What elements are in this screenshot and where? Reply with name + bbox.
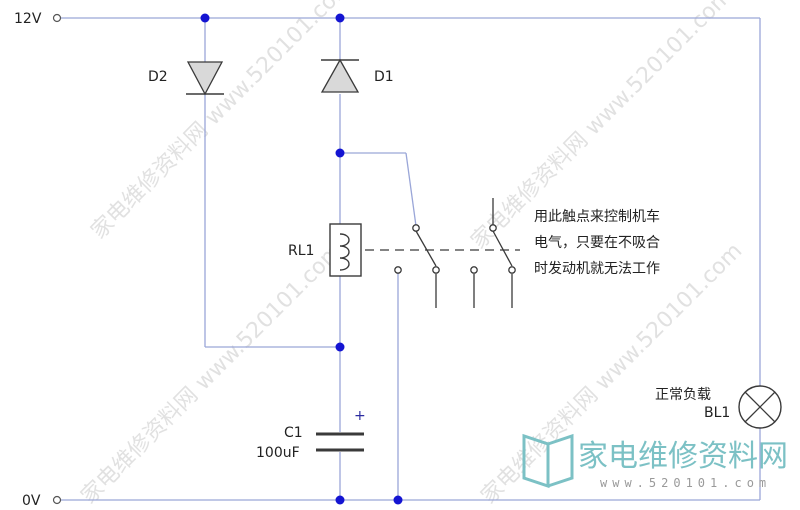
label-0v: 0V [22, 493, 41, 509]
contact1-no [432, 266, 440, 274]
diode-d1-body [320, 58, 360, 93]
relay-coil-winding [339, 233, 350, 271]
label-d1: D1 [374, 69, 394, 85]
label-load-name: 正常负载 [655, 387, 711, 403]
note-line-1: 用此触点来控制机车 [534, 208, 660, 225]
contact2-common [489, 224, 497, 232]
node-contact-ground [393, 495, 403, 505]
lamp-bl1 [738, 385, 782, 429]
contact2-blade [492, 230, 513, 267]
relay-contacts [394, 198, 516, 308]
contact2-no [508, 266, 516, 274]
label-c1: C1 [284, 425, 303, 441]
relay-coil-box [329, 223, 362, 277]
terminal-0v [52, 495, 62, 505]
label-c1-polarity: + [354, 408, 366, 424]
terminal-12v [52, 13, 62, 23]
site-logo: 家电维修资料网 www.520101.com [522, 433, 788, 490]
junction-nodes [200, 13, 403, 505]
node-d1-top [335, 13, 345, 23]
capacitor-c1 [316, 432, 364, 452]
node-d1-cathode [335, 148, 345, 158]
label-d2: D2 [148, 69, 168, 85]
watermark-layer: 家电维修资料网 www.520101.com 家电维修资料网 www.52010… [77, 0, 748, 509]
watermark-text: 家电维修资料网 www.520101.com [77, 238, 348, 509]
contact-feed-drop [405, 152, 417, 227]
note-line-3: 时发动机就无法工作 [534, 261, 660, 277]
label-load-ref: BL1 [704, 405, 730, 421]
relay-coil-rl1 [329, 223, 520, 277]
terminals [52, 13, 62, 505]
contact1-common [412, 224, 420, 232]
contact1-blade [415, 230, 437, 267]
node-cap-ground [335, 495, 345, 505]
lamp-cross-b [744, 391, 776, 423]
label-rl1: RL1 [288, 243, 314, 259]
diode-d1 [320, 58, 360, 93]
logo-text: 家电维修资料网 [578, 439, 788, 474]
watermark-text: 家电维修资料网 www.520101.com [87, 0, 358, 244]
annotation-note: 用此触点来控制机车 电气，只要在不吸合 时发动机就无法工作 [534, 208, 660, 277]
book-icon [522, 433, 574, 489]
diode-d2 [186, 61, 224, 96]
node-coil-bottom [335, 342, 345, 352]
label-c1-value: 100uF [256, 445, 300, 461]
labels: 12V 0V D2 D1 RL1 C1 100uF + 正常负载 BL1 [14, 11, 730, 509]
contact2-nc [470, 266, 478, 274]
note-line-2: 电气，只要在不吸合 [534, 235, 660, 251]
label-12v: 12V [14, 11, 42, 27]
node-d2-top [200, 13, 210, 23]
contact1-nc [394, 266, 402, 274]
wires [60, 17, 761, 501]
logo-url: www.520101.com [600, 476, 771, 490]
diode-d2-body [186, 61, 224, 96]
